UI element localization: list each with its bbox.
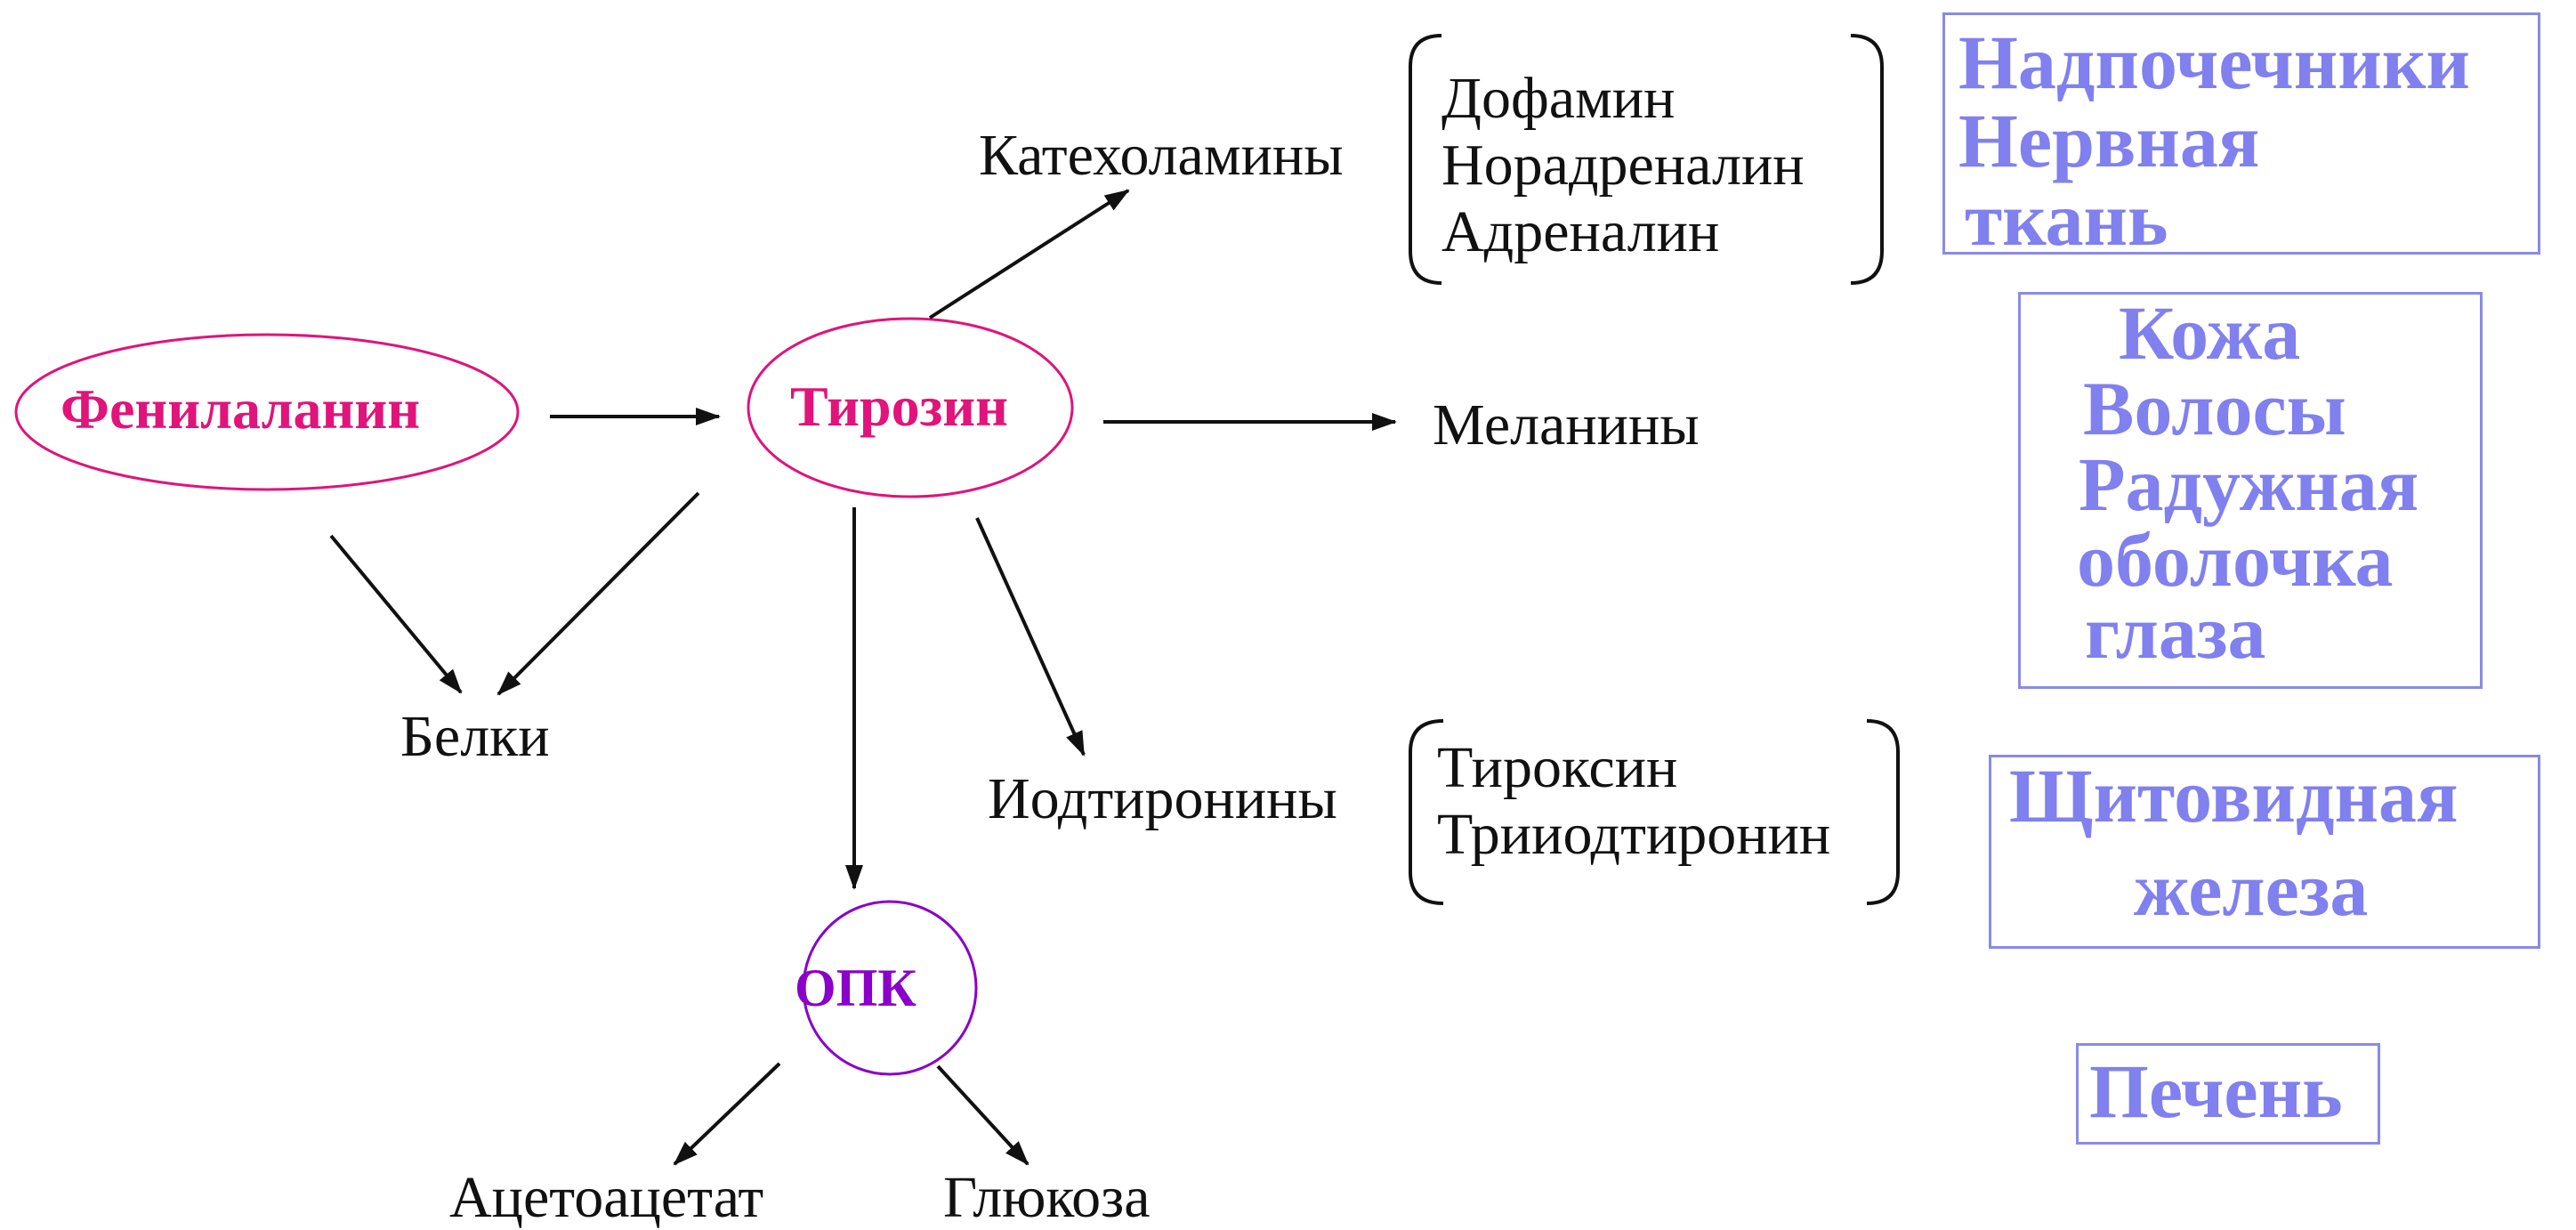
opk-label: ОПК — [795, 959, 917, 1017]
tissue-skin-line-1: Кожа — [2119, 290, 2301, 376]
tissue-box-liver: Печень — [2076, 1043, 2380, 1145]
arrow-tyr-to-proteins — [497, 491, 700, 696]
glucose-label: Глюкоза — [943, 1165, 1151, 1230]
tissue-liver-line-1: Печень — [2089, 1048, 2343, 1134]
opk-circle — [802, 900, 978, 1076]
catecholamines-label: Катехоламины — [979, 123, 1344, 188]
tissue-adrenal-line-2: Нервная — [1958, 98, 2260, 183]
triiodothyronine-label: Трииодтиронин — [1437, 802, 1831, 867]
iodothyronine-bracket-right — [1866, 719, 1900, 905]
arrow-opk-to-acetoacetate — [673, 1062, 781, 1166]
arrow-tyr-to-iodothyronines — [975, 517, 1086, 757]
acetoacetate-label: Ацетоацетат — [449, 1165, 764, 1230]
tissue-skin-line-4: оболочка — [2077, 517, 2394, 603]
proteins-label: Белки — [400, 704, 550, 769]
iodothyronines-label: Иодтиронины — [988, 766, 1337, 831]
tissue-box-adrenal: Надпочечники Нервная ткань — [1942, 12, 2540, 262]
catecholamine-bracket-left — [1409, 34, 1442, 285]
thyroxine-label: Тироксин — [1437, 735, 1678, 800]
tissue-skin-line-2: Волосы — [2083, 366, 2346, 451]
arrow-phe-to-proteins — [329, 534, 463, 694]
tissue-box-skin: Кожа Волосы Радужная оболочка глаза — [2018, 292, 2483, 689]
tissue-skin-line-5: глаза — [2085, 589, 2266, 675]
tissue-adrenal-line-1: Надпочечники — [1958, 20, 2470, 105]
tissue-thyroid-line-2: железа — [2134, 846, 2369, 932]
tyrosine-ellipse — [747, 317, 1074, 498]
adrenaline-label: Адреналин — [1441, 199, 1720, 264]
tissue-thyroid-line-1: Щитовидная — [2009, 753, 2459, 838]
phenylalanine-label: Фенилаланин — [61, 377, 421, 441]
catecholamine-bracket-right — [1850, 34, 1884, 285]
iodothyronine-bracket-left — [1409, 719, 1444, 905]
tissue-skin-line-3: Радужная — [2079, 441, 2419, 527]
arrow-opk-to-glucose — [936, 1064, 1030, 1166]
noradrenaline-label: Норадреналин — [1441, 133, 1805, 198]
tyrosine-label: Тирозин — [790, 375, 1009, 438]
dopamine-label: Дофамин — [1441, 66, 1676, 131]
arrow-tyr-to-catecholamines — [928, 189, 1130, 320]
phenylalanine-ellipse — [14, 333, 520, 491]
tissue-box-thyroid: Щитовидная железа — [1989, 755, 2540, 949]
tissue-adrenal-line-3: ткань — [1965, 176, 2168, 262]
melanins-label: Меланины — [1433, 392, 1700, 457]
